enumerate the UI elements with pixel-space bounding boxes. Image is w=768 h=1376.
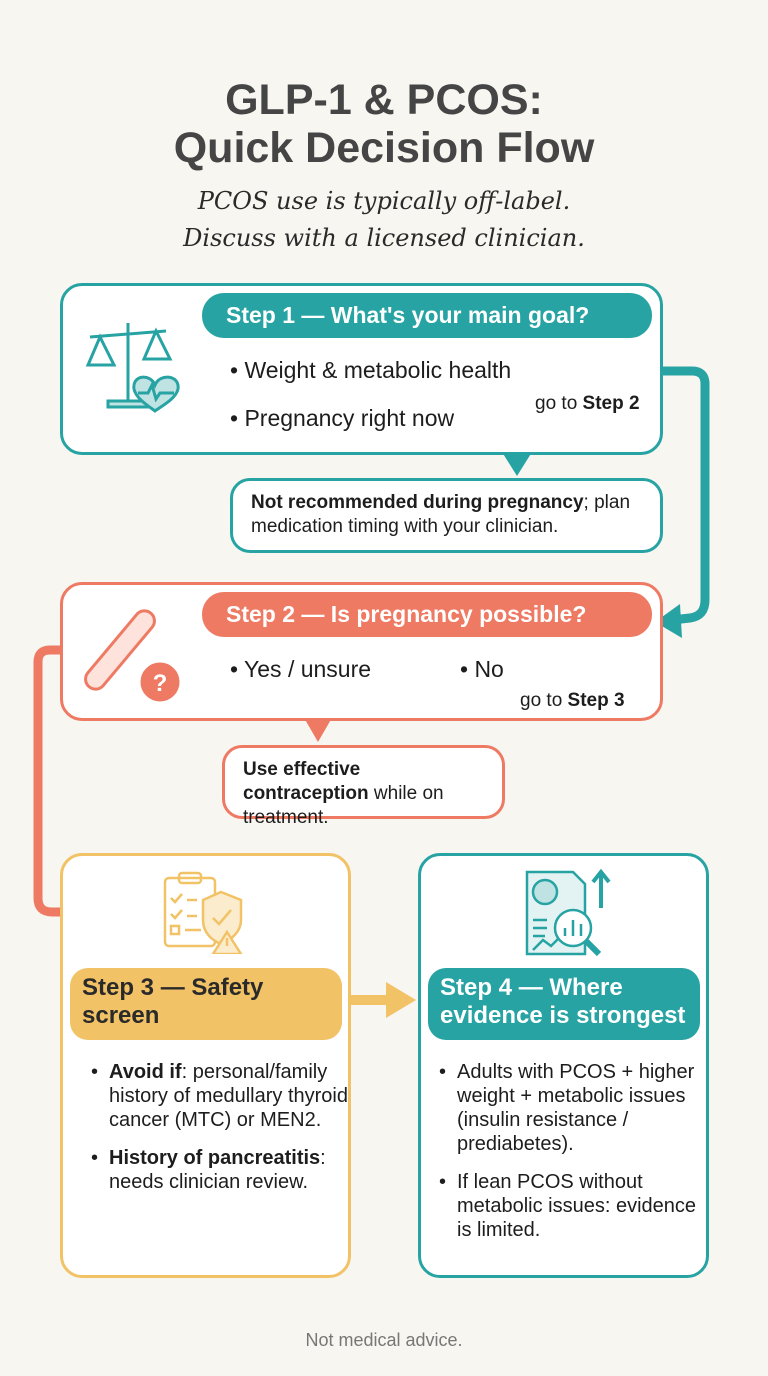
- outcome-bold: Use effective contraception: [243, 759, 369, 804]
- list-item: Avoid if: personal/family history of med…: [87, 1060, 349, 1132]
- clipboard-shield-warning-icon: [163, 871, 243, 954]
- goto-target: Step 2: [582, 393, 640, 414]
- step3-header: Step 3 — Safety screen: [70, 968, 342, 1040]
- pregnancy-test-icon: ?: [84, 609, 180, 702]
- step1-outcome: Not recommended during pregnancy; plan m…: [230, 478, 663, 553]
- subtitle-line-1: PCOS use is typically off-label.: [197, 187, 571, 215]
- step4-header: Step 4 — Where evidence is strongest: [428, 968, 700, 1040]
- item-bold: Avoid if: [109, 1061, 182, 1083]
- step4-list: Adults with PCOS + higher weight + metab…: [435, 1060, 705, 1256]
- option-pregnancy-now[interactable]: • Pregnancy right now: [230, 405, 455, 431]
- step1-header: Step 1 — What's your main goal?: [202, 293, 652, 338]
- subtitle-line-2: Discuss with a licensed clinician.: [183, 224, 585, 252]
- item-bold: History of pancreatitis: [109, 1147, 321, 1169]
- outcome-bold: Not recommended during pregnancy: [251, 492, 584, 513]
- connector-step1-to-step2: [655, 366, 710, 638]
- option-no[interactable]: • No: [460, 656, 504, 682]
- option-yes-unsure[interactable]: • Yes / unsure: [230, 656, 372, 682]
- svg-text:?: ?: [153, 670, 168, 697]
- scale-heart-icon: [85, 323, 180, 413]
- step2-outcome: Use effective contraception while on tre…: [222, 745, 505, 828]
- option-weight-metabolic[interactable]: • Weight & metabolic health: [230, 357, 512, 383]
- arrow-step3-to-step4: [345, 982, 416, 1018]
- outcome-rest: while on treatment.: [243, 783, 444, 828]
- list-item: History of pancreatitis: needs clinician…: [87, 1146, 349, 1194]
- goto-step2[interactable]: go to Step 2: [535, 393, 640, 415]
- goto-step3[interactable]: go to Step 3: [520, 690, 625, 712]
- goto-prefix: go to: [520, 690, 568, 711]
- list-item: Adults with PCOS + higher weight + metab…: [435, 1060, 705, 1156]
- item-rest: : needs clinician review.: [109, 1147, 326, 1193]
- step2-header: Step 2 — Is pregnancy possible?: [202, 592, 652, 637]
- step3-card: Step 3 — Safety screen Avoid if: persona…: [60, 853, 351, 1278]
- step3-list: Avoid if: personal/family history of med…: [87, 1060, 349, 1208]
- title-line-2: Quick Decision Flow: [173, 124, 595, 172]
- research-magnifier-icon: [525, 868, 611, 957]
- goto-target: Step 3: [567, 690, 625, 711]
- item-rest: : personal/family history of medullary t…: [109, 1061, 348, 1131]
- goto-prefix: go to: [535, 393, 583, 414]
- step4-card: Step 4 — Where evidence is strongest Adu…: [418, 853, 709, 1278]
- outcome-rest: ; plan medication timing with your clini…: [251, 492, 631, 537]
- list-item: If lean PCOS without metabolic issues: e…: [435, 1170, 705, 1242]
- footer-disclaimer: Not medical advice.: [305, 1330, 463, 1350]
- title-line-1: GLP-1 & PCOS:: [225, 76, 543, 124]
